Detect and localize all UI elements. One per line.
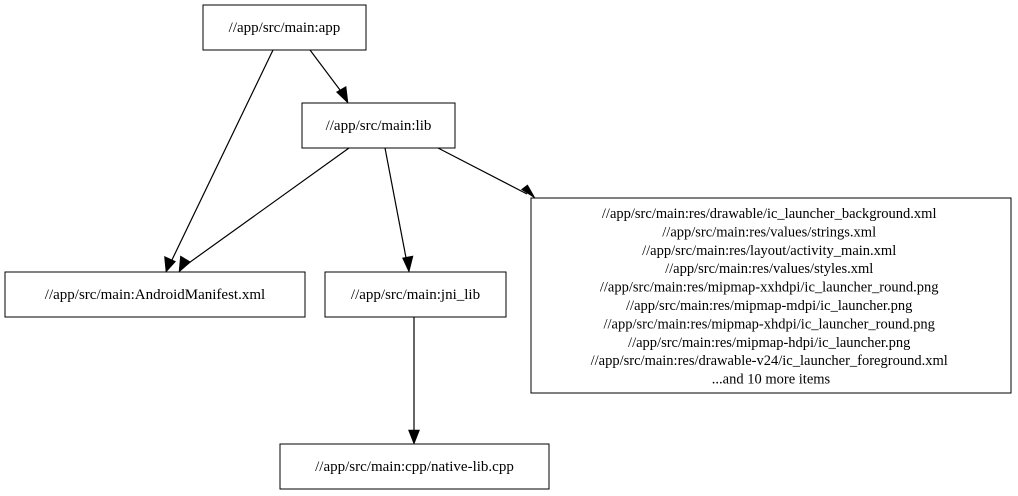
resources-line-8: //app/src/main:res/mipmap-hdpi/ic_launch… — [628, 335, 910, 351]
node-jni-lib[interactable]: //app/src/main:jni_lib — [324, 271, 507, 318]
node-resources[interactable]: //app/src/main:res/drawable/ic_launcher_… — [530, 197, 1012, 394]
node-lib[interactable]: //app/src/main:lib — [301, 102, 456, 149]
node-label-resources: //app/src/main:res/drawable/ic_launcher_… — [591, 206, 952, 388]
node-box-android-manifest[interactable] — [4, 271, 306, 318]
resources-line-1: //app/src/main:res/drawable/ic_launcher_… — [602, 206, 937, 222]
resources-line-5: //app/src/main:res/mipmap-xxhdpi/ic_laun… — [600, 280, 939, 296]
node-android-manifest[interactable]: //app/src/main:AndroidManifest.xml — [4, 271, 306, 318]
edge-lib-to-res — [437, 147, 536, 199]
node-label-lib: //app/src/main:lib — [326, 118, 432, 134]
arrow-head-jni-native — [408, 429, 420, 445]
resources-line-10-more-items: ...and 10 more items — [712, 372, 831, 388]
node-box-app[interactable] — [202, 4, 367, 51]
arrow-head-lib-res — [520, 184, 536, 199]
arrow-head-app-manifest — [164, 256, 176, 273]
arrow-head-app-lib — [336, 86, 349, 104]
arrow-head-lib-jni — [402, 255, 414, 273]
edge-line-lib-manifest — [185, 147, 350, 266]
resources-line-6: //app/src/main:res/mipmap-mdpi/ic_launch… — [626, 298, 912, 314]
node-box-jni-lib[interactable] — [324, 271, 507, 318]
edge-line-app-manifest — [169, 49, 274, 265]
node-box-native-lib-cpp[interactable] — [279, 443, 550, 490]
edge-app-to-manifest — [164, 49, 274, 273]
resources-line-9: //app/src/main:res/drawable-v24/ic_launc… — [591, 353, 948, 369]
edge-lib-to-jni-lib — [384, 147, 414, 273]
node-label-native-lib-cpp: //app/src/main:cpp/native-lib.cpp — [315, 459, 514, 475]
nodes-layer: //app/src/main:app //app/src/main:lib //… — [4, 4, 1012, 490]
edge-app-to-lib — [309, 49, 349, 104]
node-box-resources[interactable] — [530, 197, 1012, 394]
edge-lib-to-manifest — [178, 147, 350, 273]
edge-line-app-lib — [309, 49, 344, 95]
node-app[interactable]: //app/src/main:app — [202, 4, 367, 51]
edge-jni-lib-to-native-lib — [408, 317, 420, 445]
resources-line-3: //app/src/main:res/layout/activity_main.… — [642, 243, 896, 259]
resources-line-4: //app/src/main:res/values/styles.xml — [665, 261, 873, 277]
edges-layer — [164, 49, 536, 445]
resources-line-2: //app/src/main:res/values/strings.xml — [662, 224, 876, 240]
node-label-jni-lib: //app/src/main:jni_lib — [351, 287, 480, 303]
node-label-app: //app/src/main:app — [229, 20, 341, 36]
arrow-head-lib-manifest — [178, 255, 192, 273]
node-label-android-manifest: //app/src/main:AndroidManifest.xml — [45, 287, 265, 303]
node-box-lib[interactable] — [301, 102, 456, 149]
edge-line-lib-res — [437, 147, 528, 195]
resources-line-7: //app/src/main:res/mipmap-xhdpi/ic_launc… — [603, 316, 934, 332]
edge-line-lib-jni — [384, 147, 408, 264]
node-native-lib-cpp[interactable]: //app/src/main:cpp/native-lib.cpp — [279, 443, 550, 490]
